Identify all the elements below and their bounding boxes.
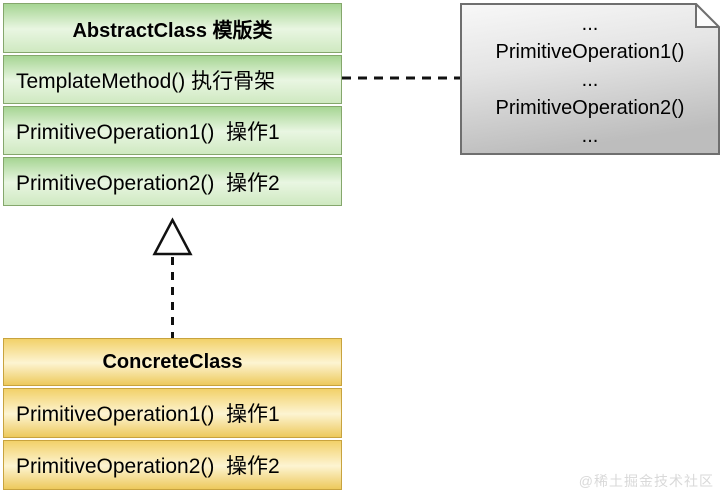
pseudocode-note-box: ... PrimitiveOperation1() ... PrimitiveO… xyxy=(460,3,720,155)
concrete-class-title: ConcreteClass xyxy=(3,338,342,386)
abstract-class-box: AbstractClass 模版类 TemplateMethod() 执行骨架 … xyxy=(3,3,342,206)
note-connector-dashed-line xyxy=(342,76,460,80)
concrete-class-method-op1: PrimitiveOperation1() 操作1 xyxy=(3,388,342,438)
note-line: PrimitiveOperation2() xyxy=(495,97,685,119)
note-line: PrimitiveOperation1() xyxy=(495,41,685,63)
inheritance-arrow xyxy=(152,217,193,341)
abstract-class-method-template: TemplateMethod() 执行骨架 xyxy=(3,55,342,104)
hollow-triangle-icon xyxy=(152,217,193,256)
abstract-class-title: AbstractClass 模版类 xyxy=(3,3,342,53)
watermark: @稀土掘金技术社区 xyxy=(578,473,714,489)
note-line: ... xyxy=(581,69,599,91)
note-line: ... xyxy=(581,125,599,147)
note-text: ... PrimitiveOperation1() ... PrimitiveO… xyxy=(460,3,720,155)
abstract-class-method-op1: PrimitiveOperation1() 操作1 xyxy=(3,106,342,155)
concrete-class-box: ConcreteClass PrimitiveOperation1() 操作1 … xyxy=(3,338,342,490)
concrete-class-method-op2: PrimitiveOperation2() 操作2 xyxy=(3,440,342,490)
folded-corner-icon xyxy=(695,3,720,28)
note-line: ... xyxy=(581,13,599,35)
abstract-class-method-op2: PrimitiveOperation2() 操作2 xyxy=(3,157,342,206)
note-shape xyxy=(460,3,720,155)
